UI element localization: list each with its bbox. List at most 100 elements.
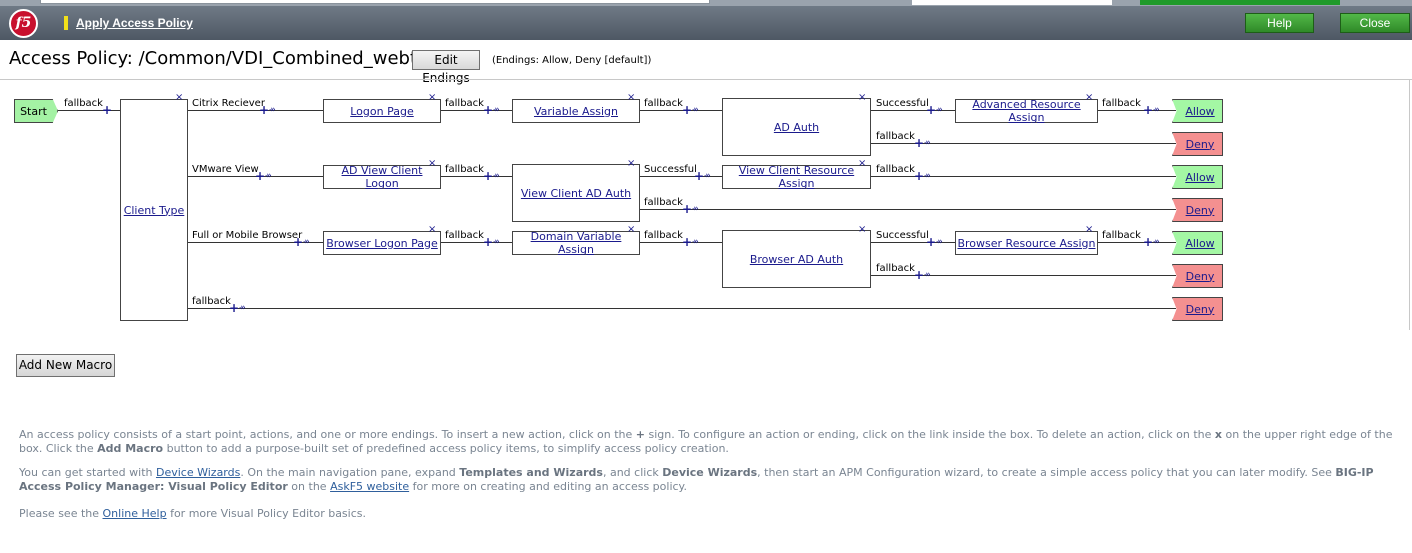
allow-link[interactable]: Allow (1185, 104, 1215, 118)
help-text-part: , and click (602, 466, 663, 479)
domain-variable-assign-box: Domain Variable Assign (512, 230, 640, 256)
branch-label-citrix: Citrix Reciever (192, 98, 265, 109)
search-field-fragment (912, 0, 1112, 5)
client-type-link[interactable]: Client Type (123, 203, 185, 217)
allow-link[interactable]: Allow (1185, 170, 1215, 184)
help-text-part: An access policy consists of a start poi… (19, 428, 636, 441)
browser-resource-assign-link[interactable]: Browser Resource Assign (957, 236, 1096, 250)
status-bar-fragment (1140, 0, 1340, 5)
insert-action-plus[interactable]: + (102, 103, 113, 117)
help-text-bold: + (635, 428, 645, 441)
view-client-resource-assign-box: View Client Resource Assign (722, 164, 871, 190)
close-button[interactable]: Close (1340, 13, 1410, 33)
view-client-ad-auth-link[interactable]: View Client AD Auth (520, 186, 632, 200)
help-text-part: sign. To configure an action or ending, … (644, 428, 1215, 441)
delete-view-client-ad-auth-icon[interactable]: × (627, 158, 636, 169)
help-text-part: You can get started with (19, 466, 156, 479)
help-text-bold: x (1214, 428, 1222, 441)
domain-variable-assign-link[interactable]: Domain Variable Assign (530, 230, 622, 256)
insert-action-plus[interactable]: + (483, 235, 494, 249)
arrow-icon: -» (303, 237, 310, 247)
deny-link[interactable]: Deny (1185, 203, 1215, 217)
askf5-website-link[interactable]: AskF5 website (330, 480, 410, 493)
help-text-bold: BIG-IP Access Policy Manager: Visual Pol… (19, 466, 1374, 493)
page-title: Access Policy: /Common/VDI_Combined_webt… (9, 48, 440, 69)
branch-label-fallback: fallback (1102, 98, 1141, 109)
delete-browser-resource-assign-icon[interactable]: × (1085, 224, 1094, 235)
delete-ad-auth-icon[interactable]: × (858, 92, 867, 103)
logon-page-link[interactable]: Logon Page (350, 104, 414, 118)
delete-client-type-icon[interactable]: × (175, 92, 184, 103)
deny-link[interactable]: Deny (1185, 269, 1215, 283)
insert-action-plus[interactable]: + (293, 235, 304, 249)
delete-advanced-resource-assign-icon[interactable]: × (1085, 92, 1094, 103)
advanced-resource-assign-box: Advanced Resource Assign (955, 98, 1098, 124)
delete-browser-logon-page-icon[interactable]: × (428, 224, 437, 235)
online-help-link[interactable]: Online Help (102, 507, 167, 520)
arrow-icon: -» (924, 270, 931, 280)
branch-label-fallback: fallback (644, 98, 683, 109)
insert-action-plus[interactable]: + (255, 169, 266, 183)
delete-view-client-resource-assign-icon[interactable]: × (858, 158, 867, 169)
insert-action-plus[interactable]: + (914, 268, 925, 282)
edit-endings-button[interactable]: Edit Endings (412, 50, 480, 85)
help-text-bold: Device Wizards (662, 466, 758, 479)
insert-action-plus[interactable]: + (483, 103, 494, 117)
arrow-icon: -» (704, 171, 711, 181)
help-text-part: on the upper right edge of the box. Clic… (19, 428, 1393, 455)
deny-link[interactable]: Deny (1185, 302, 1215, 316)
insert-action-plus[interactable]: + (694, 169, 705, 183)
branch-label-fallback: fallback (64, 98, 103, 109)
delete-domain-variable-assign-icon[interactable]: × (627, 224, 636, 235)
help-text-bold: Add Macro (97, 442, 164, 455)
insert-action-plus[interactable]: + (926, 103, 937, 117)
arrow-icon: -» (692, 204, 699, 214)
view-client-resource-assign-link[interactable]: View Client Resource Assign (738, 164, 855, 190)
arrow-icon: -» (936, 237, 943, 247)
insert-action-plus[interactable]: + (1143, 103, 1154, 117)
ad-view-client-logon-link[interactable]: AD View Client Logon (341, 164, 423, 190)
ending-allow: Allow (1172, 99, 1223, 123)
branch-label-fallback: fallback (644, 230, 683, 241)
insert-action-plus[interactable]: + (229, 301, 240, 315)
arrow-icon: -» (493, 171, 500, 181)
insert-action-plus[interactable]: + (914, 169, 925, 183)
insert-action-plus[interactable]: + (1143, 235, 1154, 249)
help-text-part: , then start an APM Configuration wizard… (757, 466, 1336, 479)
device-wizards-link[interactable]: Device Wizards (155, 466, 241, 479)
arrow-icon: -» (936, 105, 943, 115)
browser-ad-auth-link[interactable]: Browser AD Auth (749, 252, 844, 266)
help-text-part: . On the main navigation pane, expand (240, 466, 460, 479)
arrow-icon: -» (493, 237, 500, 247)
help-text-part: on the (287, 480, 331, 493)
ad-auth-link[interactable]: AD Auth (773, 120, 820, 134)
delete-variable-assign-icon[interactable]: × (627, 92, 636, 103)
insert-action-plus[interactable]: + (926, 235, 937, 249)
branch-label-successful: Successful (644, 164, 697, 175)
insert-action-plus[interactable]: + (682, 202, 693, 216)
delete-ad-view-client-logon-icon[interactable]: × (428, 158, 437, 169)
browser-logon-page-link[interactable]: Browser Logon Page (326, 236, 438, 250)
allow-link[interactable]: Allow (1185, 236, 1215, 250)
branch-label-fallback: fallback (876, 164, 915, 175)
insert-action-plus[interactable]: + (914, 136, 925, 150)
insert-action-plus[interactable]: + (682, 103, 693, 117)
branch-label-fallback: fallback (644, 197, 683, 208)
delete-browser-ad-auth-icon[interactable]: × (858, 224, 867, 235)
arrow-icon: -» (239, 303, 246, 313)
ending-deny: Deny (1172, 297, 1223, 321)
add-new-macro-button[interactable]: Add New Macro (16, 354, 115, 377)
variable-assign-link[interactable]: Variable Assign (533, 104, 619, 118)
arrow-icon: -» (692, 237, 699, 247)
insert-action-plus[interactable]: + (682, 235, 693, 249)
delete-logon-page-icon[interactable]: × (428, 92, 437, 103)
apply-access-policy-link[interactable]: Apply Access Policy (76, 16, 193, 30)
help-button[interactable]: Help (1245, 13, 1314, 33)
insert-action-plus[interactable]: + (483, 169, 494, 183)
view-client-ad-auth-box: View Client AD Auth (512, 164, 640, 222)
insert-action-plus[interactable]: + (259, 103, 270, 117)
deny-link[interactable]: Deny (1185, 137, 1215, 151)
arrow-icon: -» (265, 171, 272, 181)
help-paragraph-3: Please see the Online Help for more Visu… (19, 507, 1407, 521)
advanced-resource-assign-link[interactable]: Advanced Resource Assign (972, 98, 1081, 124)
